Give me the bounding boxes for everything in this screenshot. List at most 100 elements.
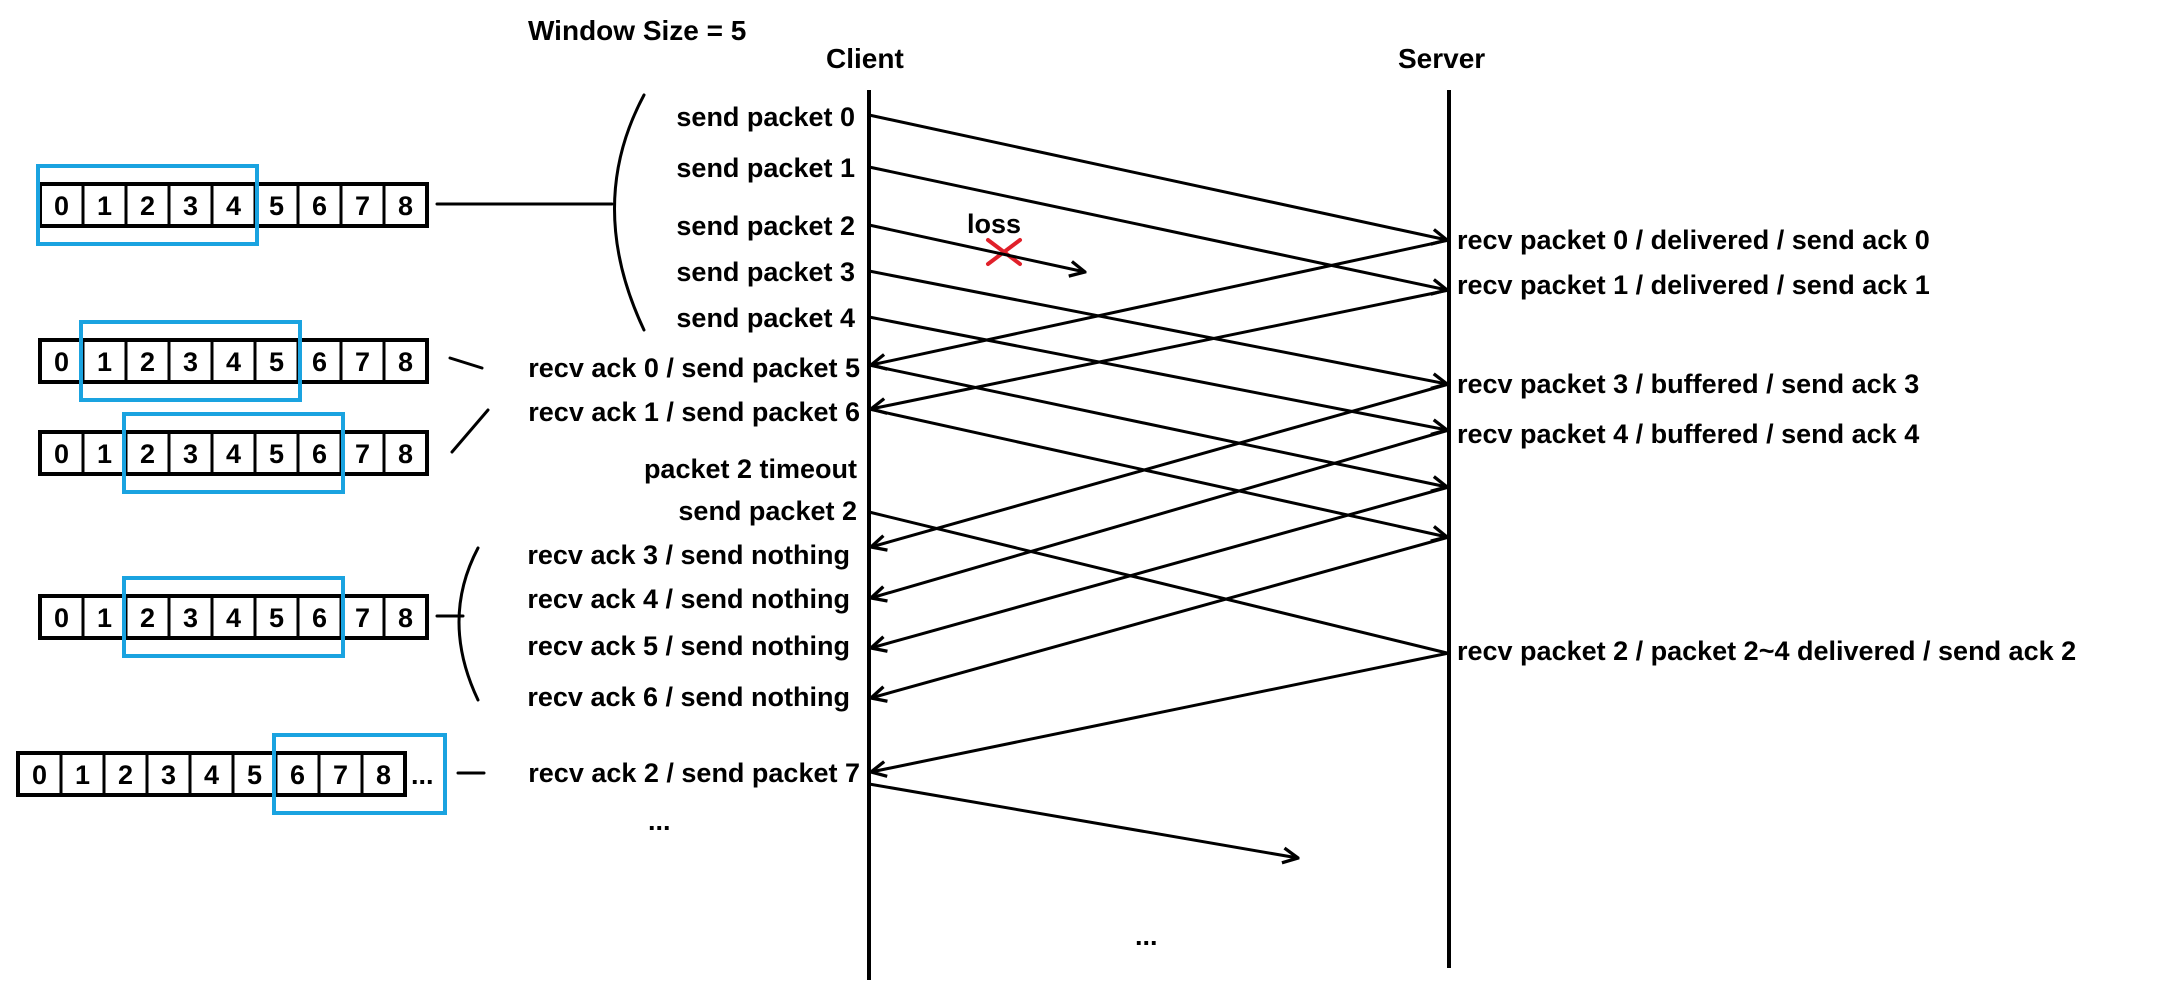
sequence-cell: 1 [97,347,112,377]
arrow-packet-3 [868,269,1447,384]
sequence-cell: 3 [183,347,198,377]
client-event: recv ack 2 / send packet 7 [528,758,860,788]
arrow-ack-0 [871,238,1450,365]
sequence-cell: 7 [355,603,370,633]
client-event: recv ack 5 / send nothing [527,631,850,661]
client-event: send packet 4 [676,303,855,333]
sequence-cell: 4 [226,191,241,221]
arrow-ack-2 [871,651,1450,772]
window-highlight [122,576,345,658]
sequence-cell: 6 [312,347,327,377]
sequence-cell: 3 [183,603,198,633]
sequence-cell: 1 [97,439,112,469]
arrow-ack-4 [871,428,1450,598]
sequence-cell: 2 [140,603,155,633]
loss-label: loss [967,209,1021,239]
sequence-cell: 3 [183,439,198,469]
arrow-packet-4 [868,315,1447,430]
sequence-cell: 2 [140,439,155,469]
server-event: recv packet 3 / buffered / send ack 3 [1457,369,1919,399]
bottom-ellipsis: ... [1135,921,1158,951]
client-event: recv ack 3 / send nothing [527,540,850,570]
arrow-ack-3 [871,382,1450,547]
client-event: recv ack 4 / send nothing [527,584,850,614]
client-event: send packet 2 [678,496,857,526]
sequence-cell: 7 [355,439,370,469]
arrow-packet-6 [868,407,1447,537]
sequence-cell: 2 [118,760,133,790]
strip-outline [38,594,429,640]
sequence-cell: 6 [312,191,327,221]
arrow-packet-2-resend [868,510,1448,655]
client-event: send packet 0 [676,102,855,132]
sequence-cell: 8 [398,191,413,221]
client-event: recv ack 0 / send packet 5 [528,353,860,383]
server-event: recv packet 4 / buffered / send ack 4 [1457,419,1919,449]
sequence-cell: 3 [183,191,198,221]
sequence-cell: 5 [269,603,284,633]
client-label: Client [826,43,904,74]
sequence-cell: 6 [312,603,327,633]
sequence-cell: 8 [376,760,391,790]
sequence-cell: 4 [226,439,241,469]
client-event: send packet 1 [676,153,855,183]
arrow-packet-5 [868,363,1447,487]
sequence-cell: 7 [355,347,370,377]
server-event: recv packet 2 / packet 2~4 delivered / s… [1457,636,2076,666]
sequence-cell: 4 [226,347,241,377]
server-event: recv packet 0 / delivered / send ack 0 [1457,225,1930,255]
loss-x-icon [986,238,1022,266]
bracket-ack-nothing [457,546,480,702]
sequence-cell: 1 [97,603,112,633]
sequence-cell: 7 [333,760,348,790]
sequence-cell: 2 [140,347,155,377]
server-event: recv packet 1 / delivered / send ack 1 [1457,270,1930,300]
arrow-ack-1 [871,288,1450,409]
sequence-cell: 6 [312,439,327,469]
client-event: send packet 3 [676,257,855,287]
arrow-ack-6 [871,535,1450,698]
window-highlight [122,412,345,494]
bracket-initial-sends [613,93,646,332]
diagram-title: Window Size = 5 [528,15,746,46]
connector-window-2 [450,408,490,454]
sequence-cell: 4 [204,760,219,790]
sequence-cell: 5 [247,760,262,790]
connectors [435,93,646,775]
window-highlight [36,164,259,246]
sequence-cell: 0 [54,603,69,633]
sequence-cell: 1 [97,191,112,221]
sequence-cell: 3 [161,760,176,790]
arrow-ack-5 [871,485,1450,648]
window-highlight [79,320,302,402]
arrow-packet-2-lost [868,223,1085,272]
server-events: recv packet 0 / delivered / send ack 0 r… [1457,225,2076,666]
client-ellipsis: ... [648,806,671,836]
sequence-cell: 8 [398,439,413,469]
window-highlight [272,733,447,815]
sequence-cell: 1 [75,760,90,790]
sequence-cell: 8 [398,347,413,377]
sequence-cell: 8 [398,603,413,633]
sequence-cell: 5 [269,191,284,221]
client-event: send packet 2 [676,211,855,241]
strip-outline [38,338,429,384]
client-event: packet 2 timeout [644,454,857,484]
arrow-packet-0 [868,113,1447,240]
strip-outline [38,430,429,476]
arrow-packet-1 [868,165,1447,290]
sequence-cell: 7 [355,191,370,221]
client-events: send packet 0 send packet 1 send packet … [527,102,860,836]
sequence-cell: 6 [290,760,305,790]
connector-window-1 [448,356,484,370]
sequence-cell: 0 [54,191,69,221]
client-event: recv ack 6 / send nothing [527,682,850,712]
sequence-cell: 5 [269,439,284,469]
sequence-cell: 5 [269,347,284,377]
sequence-cell: 2 [140,191,155,221]
